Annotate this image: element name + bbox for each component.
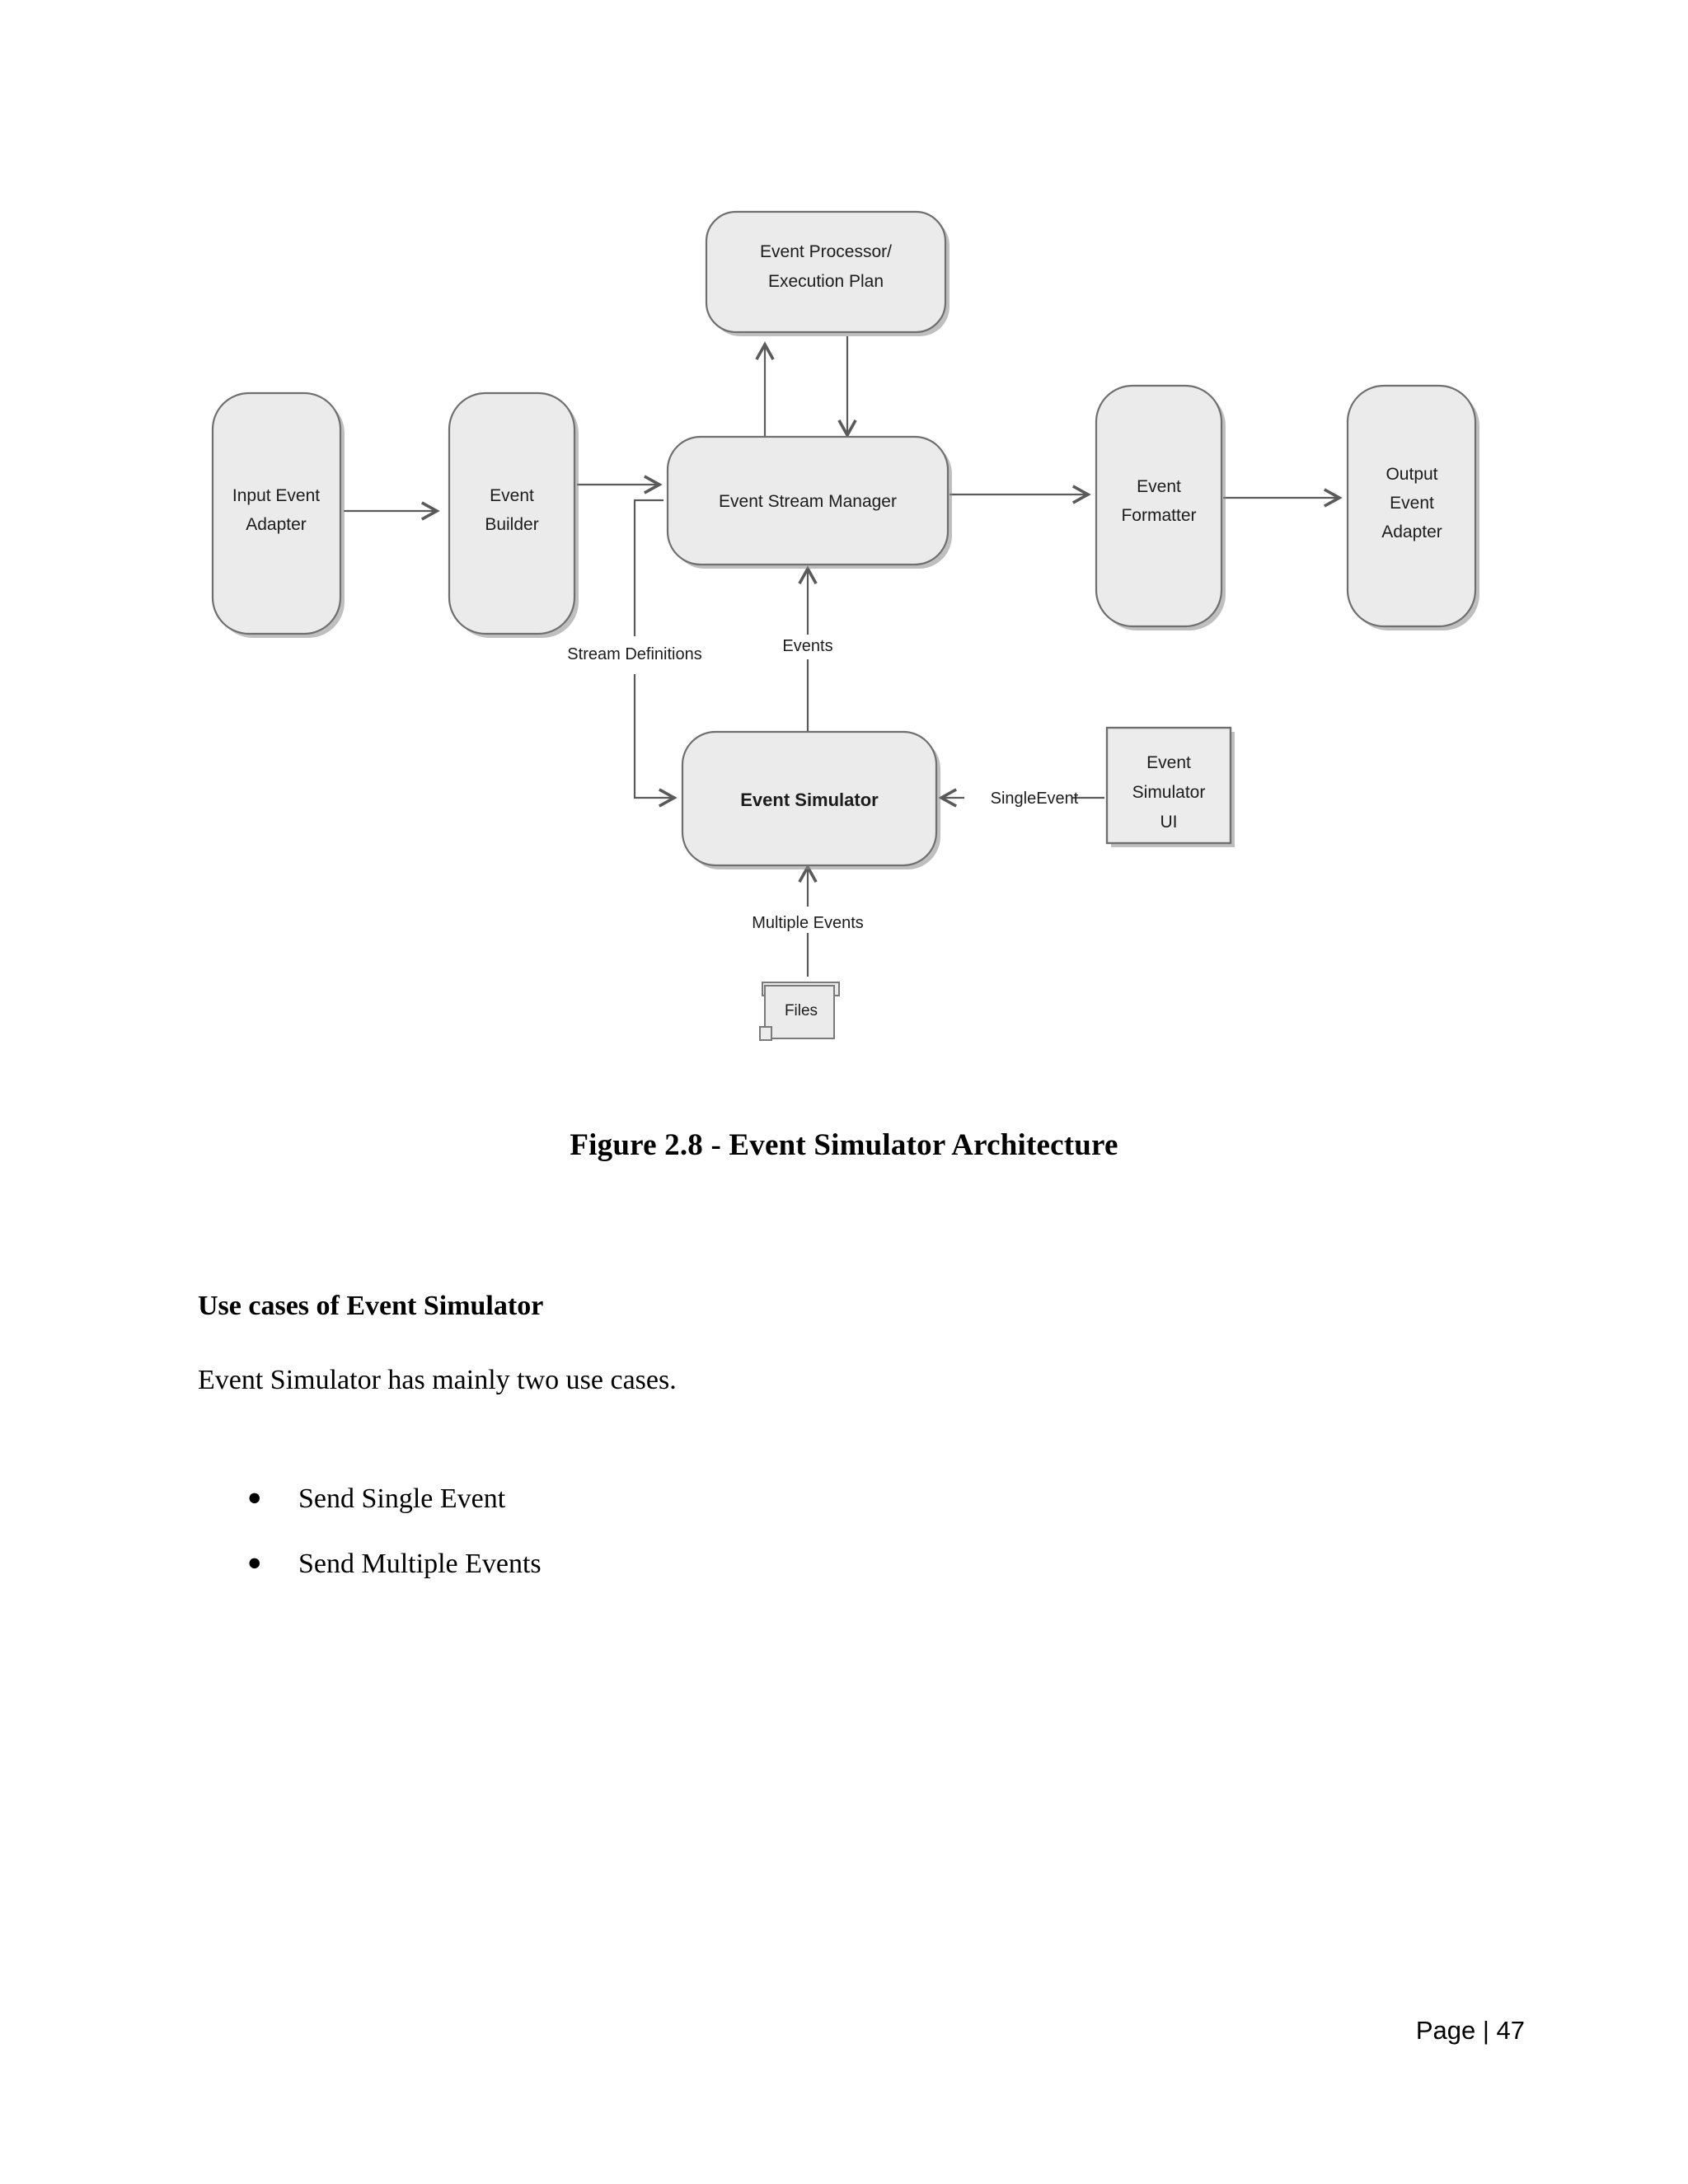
edge-label-events: Events [782,637,832,655]
figure-region: Event Processor/ Execution Plan Input Ev… [211,210,1479,1041]
node-output-event-adapter-box [1346,384,1477,628]
body-text-block: Use cases of Event Simulator Event Simul… [198,1290,1484,1611]
node-event-stream-manager-label: Event Stream Manager [719,492,897,511]
node-files[interactable]: Files [759,982,840,1041]
node-event-stream-manager[interactable]: Event Stream Manager [666,435,952,569]
node-event-builder-box [448,391,576,635]
node-input-event-adapter[interactable]: Input Event Adapter [211,391,345,638]
node-event-simulator-ui-box [1105,726,1232,845]
list-item: ● Send Multiple Events [198,1547,1484,1582]
node-event-builder-label-line1: Event [490,486,534,505]
node-output-event-adapter-label-line2: Event [1390,494,1434,513]
diagram-canvas: Event Processor/ Execution Plan Input Ev… [211,210,1479,1041]
bullet-icon: ● [247,1484,262,1511]
use-case-list: ● Send Single Event ● Send Multiple Even… [198,1482,1484,1582]
node-event-formatter-box [1095,384,1223,628]
node-output-event-adapter[interactable]: Output Event Adapter [1346,384,1479,630]
bullet-icon: ● [247,1549,262,1576]
node-output-event-adapter-label-line1: Output [1386,465,1437,484]
list-item-label: Send Single Event [298,1483,506,1515]
node-event-simulator-box [681,730,938,867]
node-event-simulator-ui[interactable]: Event Simulator UI [1105,726,1235,847]
node-event-simulator-ui-label-line2: Simulator [1132,783,1206,802]
node-event-formatter-label-line1: Event [1137,477,1181,496]
files-icon-body [764,985,835,1039]
node-event-simulator-label: Event Simulator [740,790,879,810]
edge-label-single-event: SingleEvent [991,790,1079,808]
figure-caption: Figure 2.8 - Event Simulator Architectur… [570,1128,1118,1162]
edge-stream-definitions-lower [633,674,678,808]
node-event-builder-label-line2: Builder [485,515,538,534]
edge-label-multiple-events: Multiple Events [752,914,864,932]
node-event-builder[interactable]: Event Builder [448,391,579,638]
node-input-event-adapter-box [211,391,342,635]
node-event-simulator-ui-label-line1: Event [1146,753,1191,772]
section-heading: Use cases of Event Simulator [198,1291,544,1321]
node-event-formatter-label-line2: Formatter [1121,506,1196,525]
edge-label-stream-definitions: Stream Definitions [567,645,701,663]
diagram-connectors [344,336,1343,977]
architecture-diagram: Event Processor/ Execution Plan Input Ev… [211,210,1479,1041]
node-event-processor-label-line1: Event Processor/ [760,242,892,261]
node-event-processor-label-line2: Execution Plan [768,272,884,291]
node-input-event-adapter-label-line1: Input Event [232,486,320,505]
node-files-label: Files [785,1002,818,1019]
node-output-event-adapter-label-line3: Adapter [1381,523,1442,541]
list-item-label: Send Multiple Events [298,1548,542,1579]
node-event-processor-box [705,210,947,334]
intro-paragraph: Event Simulator has mainly two use cases… [198,1364,677,1395]
node-event-processor[interactable]: Event Processor/ Execution Plan [705,210,950,336]
list-item: ● Send Single Event [198,1482,1484,1517]
node-event-simulator-ui-label-line3: UI [1160,813,1178,832]
node-event-formatter[interactable]: Event Formatter [1095,384,1226,630]
page-footer: Page | 47 [1415,2016,1525,2045]
edge-stream-definitions [633,499,663,636]
node-input-event-adapter-label-line2: Adapter [246,515,307,534]
node-event-stream-manager-box [666,435,950,566]
files-icon-bottom-curl [759,1026,772,1041]
node-event-simulator[interactable]: Event Simulator [681,730,940,869]
